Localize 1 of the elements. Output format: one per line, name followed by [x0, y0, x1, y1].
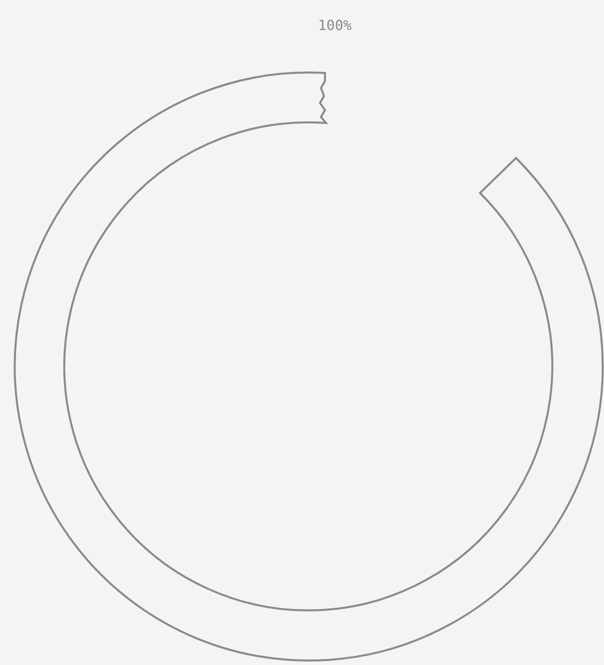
percent-label: 100% [318, 18, 352, 34]
